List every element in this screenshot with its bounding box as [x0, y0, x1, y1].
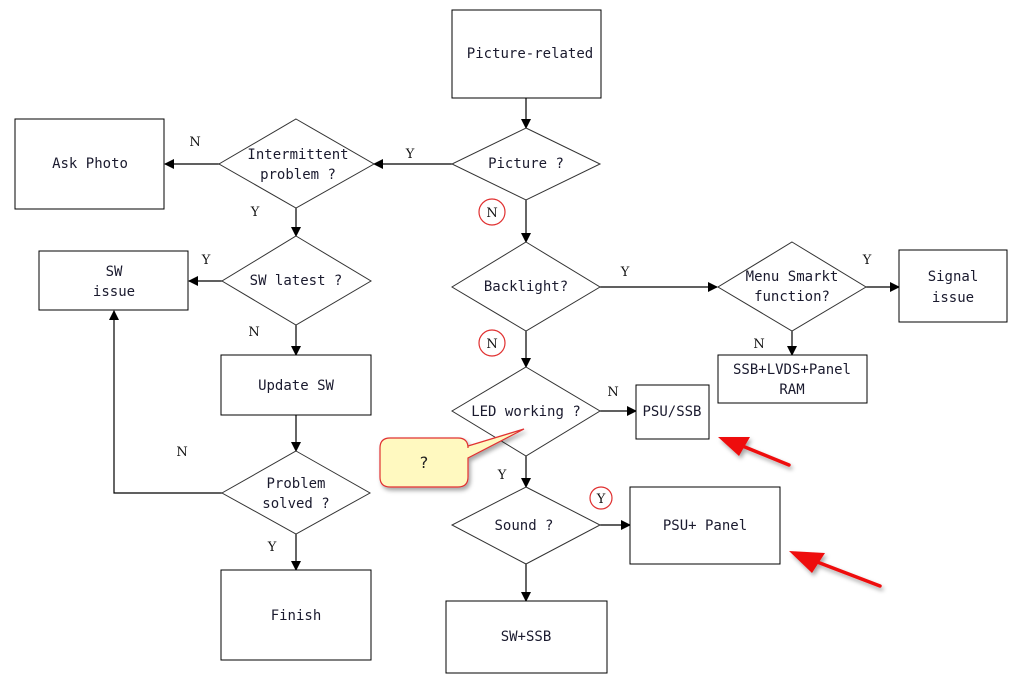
- decision-label: Problem: [266, 476, 325, 492]
- node-update-sw: Update SW: [220, 354, 372, 416]
- arrowhead: [789, 551, 825, 573]
- decision-menu-smart: Menu Smarkt function?: [717, 241, 867, 332]
- node-psu-panel: PSU+ Panel: [629, 486, 781, 565]
- edge-labels: Y N Y Y N N Y Y Y N N Y: [176, 135, 871, 555]
- decision-label: Menu Smarkt: [746, 269, 839, 285]
- decision-label: function?: [754, 289, 830, 305]
- edge-label: Y: [596, 492, 606, 507]
- circled-label-picture-no: N: [478, 198, 506, 226]
- edge-label: Y: [250, 205, 260, 220]
- red-arrow-psu-ssb: [718, 437, 791, 467]
- edge-label: Y: [497, 468, 507, 483]
- edge-label: N: [248, 325, 259, 340]
- node-ask-photo: Ask Photo: [14, 118, 165, 210]
- decision-label: problem ?: [260, 167, 336, 183]
- connectors: [109, 98, 900, 602]
- decision-label: Sound ?: [494, 518, 553, 534]
- decision-label: SW latest ?: [250, 273, 343, 289]
- edge-label: N: [607, 385, 618, 400]
- decision-label: Picture ?: [488, 156, 564, 172]
- edge-label: N: [176, 445, 187, 460]
- callout-text: ?: [420, 453, 429, 472]
- node-finish: Finish: [220, 569, 372, 661]
- edge-label: Y: [201, 253, 211, 268]
- decision-picture: Picture ?: [450, 127, 602, 201]
- node-ssb-lvds-panel: SSB+LVDS+Panel RAM: [717, 354, 868, 404]
- edge-problemsolved-swissue: [109, 310, 222, 494]
- decision-sw-latest: SW latest ?: [221, 235, 372, 326]
- node-sw-issue: SW issue: [38, 250, 189, 311]
- edge-label: Y: [405, 147, 415, 162]
- circled-label-backlight-no: N: [478, 329, 506, 357]
- edge-label: Y: [620, 265, 630, 280]
- edge-label: N: [486, 206, 497, 221]
- edge-label: Y: [267, 540, 277, 555]
- edge-label: N: [753, 337, 764, 352]
- decision-label: solved ?: [262, 496, 329, 512]
- decision-led-working: LED working ?: [451, 366, 601, 457]
- node-label: Picture-related: [467, 46, 593, 62]
- node-label: PSU+ Panel: [663, 518, 747, 534]
- node-psu-ssb: PSU/SSB: [635, 384, 710, 440]
- node-label: Update SW: [258, 378, 334, 394]
- highlight-circle: [589, 486, 613, 510]
- decision-label: LED working ?: [471, 404, 581, 420]
- node-label: Finish: [271, 608, 322, 624]
- node-sw-ssb: SW+SSB: [445, 600, 608, 674]
- arrowhead: [718, 437, 750, 456]
- decision-label: Backlight?: [484, 279, 568, 295]
- node-picture-related: Picture-related: [451, 9, 602, 99]
- decision-sound: Sound ?: [450, 486, 602, 565]
- decision-intermittent: Intermittent problem ?: [218, 118, 376, 209]
- edge-label: N: [189, 135, 200, 150]
- node-label: issue: [93, 284, 135, 300]
- decision-problem-solved: Problem solved ?: [220, 450, 372, 535]
- edge-label: N: [486, 337, 497, 352]
- red-arrow-psu-panel: [789, 551, 882, 588]
- node-signal-issue: Signal issue: [898, 249, 1008, 323]
- callout-shape: [379, 428, 525, 488]
- decision-backlight: Backlight?: [451, 241, 601, 332]
- node-label: RAM: [779, 382, 804, 398]
- highlight-circle: [478, 198, 506, 226]
- node-label: SW: [106, 264, 123, 280]
- node-label: SSB+LVDS+Panel: [733, 362, 851, 378]
- edge-label: Y: [862, 253, 872, 268]
- node-label: issue: [932, 290, 974, 306]
- decision-label: Intermittent: [247, 147, 348, 163]
- node-label: Ask Photo: [52, 156, 128, 172]
- node-label: Signal: [928, 269, 979, 285]
- callout-bubble: ?: [379, 428, 525, 488]
- node-label: PSU/SSB: [642, 404, 701, 420]
- highlight-circle: [478, 329, 506, 357]
- node-label: SW+SSB: [501, 629, 552, 645]
- circled-label-sound-yes: Y: [589, 486, 613, 510]
